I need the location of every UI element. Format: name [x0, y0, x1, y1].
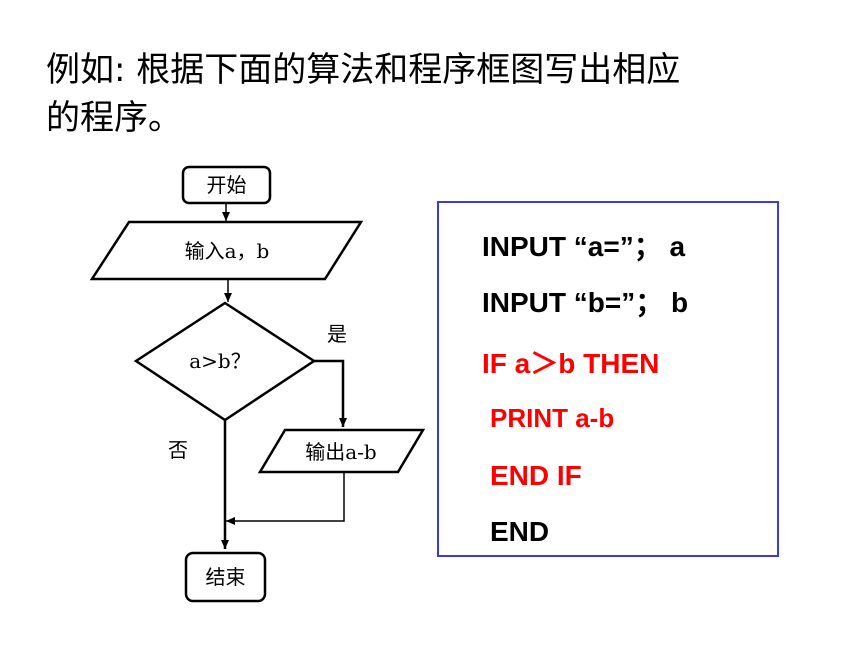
connector-yes	[314, 359, 347, 427]
code-line-1: INPUT “a=”； a	[482, 231, 686, 262]
title-line-1: 例如: 根据下面的算法和程序框图写出相应	[46, 50, 681, 90]
output-label: 输出a-b	[305, 440, 376, 464]
code-line-2: INPUT “b=”； b	[482, 287, 689, 318]
code-line-3: IF a＞b THEN	[482, 348, 660, 379]
connector-output-merge	[226, 472, 345, 525]
input-box	[89, 220, 364, 281]
decision-label: a>b？	[189, 349, 250, 373]
yes-label: 是	[327, 322, 347, 346]
end-box	[184, 551, 267, 603]
start-label: 开始	[207, 173, 247, 197]
title-line-2: 的程序。	[46, 98, 182, 138]
code-line-5: END IF	[490, 460, 582, 491]
output-box	[257, 428, 426, 474]
code-line-6: END	[490, 516, 550, 547]
slide-title: 例如: 根据下面的算法和程序框图写出相应 的程序。	[46, 46, 826, 142]
code-line-4: PRINT a-b	[490, 403, 615, 433]
input-label: 输入a，b	[185, 239, 270, 263]
end-label: 结束	[206, 565, 246, 589]
code-box	[437, 201, 779, 557]
no-label: 否	[168, 438, 188, 462]
